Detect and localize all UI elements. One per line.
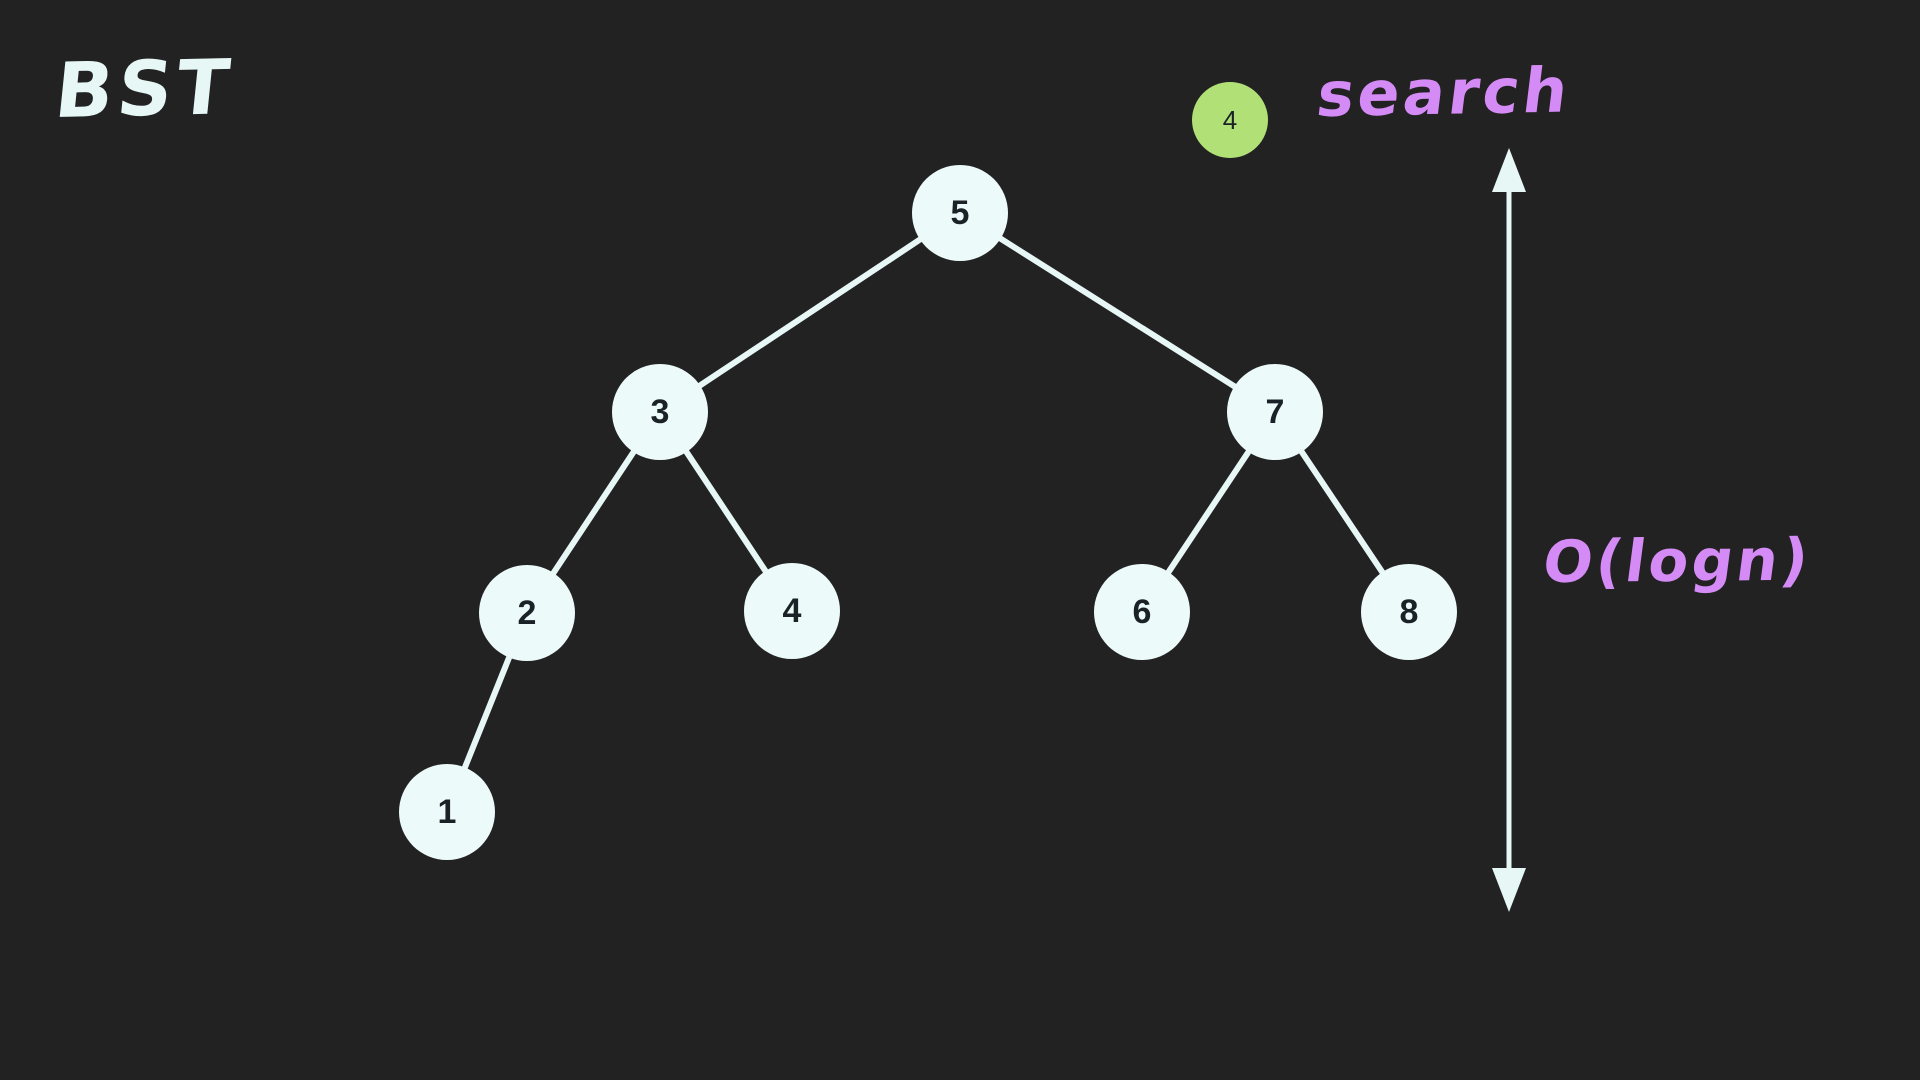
tree-node-4: 4: [744, 563, 840, 659]
depth-double-arrow: [1492, 148, 1526, 912]
tree-edge: [1297, 447, 1387, 577]
tree-edge: [461, 652, 513, 773]
tree-node-3: 3: [612, 364, 708, 460]
arrow-head-up-icon: [1492, 148, 1526, 192]
tree-node-8: 8: [1361, 564, 1457, 660]
legend-marker-search-node: 4: [1192, 82, 1268, 158]
complexity-label: O(logn): [1539, 525, 1816, 596]
tree-node-5: 5: [912, 165, 1008, 261]
tree-edge: [995, 234, 1240, 391]
tree-edge-group: [461, 234, 1387, 773]
tree-edge: [682, 447, 770, 576]
page-title: BST: [50, 42, 238, 135]
tree-edge: [1164, 447, 1253, 577]
arrow-head-down-icon: [1492, 868, 1526, 912]
legend-label-search: search: [1313, 53, 1576, 131]
tree-edge: [549, 447, 638, 578]
tree-node-7: 7: [1227, 364, 1323, 460]
tree-node-2: 2: [479, 565, 575, 661]
tree-edge: [695, 235, 925, 390]
tree-node-6: 6: [1094, 564, 1190, 660]
tree-node-1: 1: [399, 764, 495, 860]
